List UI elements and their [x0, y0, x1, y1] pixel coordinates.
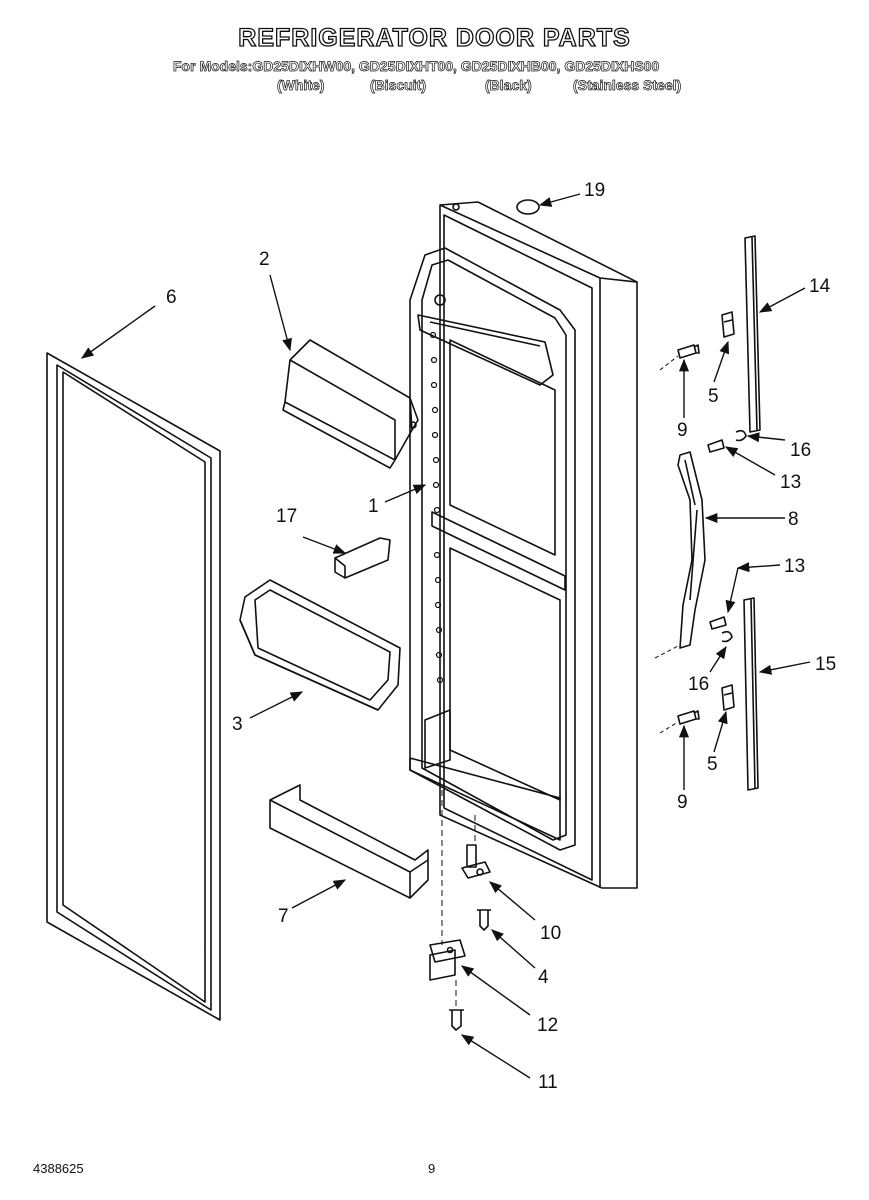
plug-part — [516, 199, 540, 215]
callout-10: 10 — [540, 923, 561, 944]
callout-19: 19 — [584, 180, 605, 201]
variant-black: (Black) — [485, 77, 532, 94]
callout-5-upper: 5 — [708, 386, 719, 407]
callout-17: 17 — [276, 506, 297, 527]
callout-9-lower: 9 — [677, 792, 688, 813]
hinge-mount-screw-part — [449, 1009, 464, 1031]
models-line: For Models:GD25DIXHW00, GD25DIXHT00, GD2… — [173, 58, 660, 75]
callout-4: 4 — [538, 967, 549, 988]
door-handle-part — [677, 451, 706, 649]
callout-9-upper: 9 — [677, 420, 688, 441]
callout-2: 2 — [259, 249, 270, 270]
callout-7: 7 — [278, 906, 289, 927]
callout-11: 11 — [538, 1072, 558, 1093]
callout-5-lower: 5 — [707, 754, 718, 775]
variant-stainless-steel: (Stainless Steel) — [573, 77, 682, 94]
bottom-hinge-part — [429, 939, 466, 981]
spacer-lower-part — [721, 630, 733, 643]
page-title: REFRIGERATOR DOOR PARTS — [238, 23, 631, 52]
callout-1: 1 — [368, 496, 379, 517]
callout-15: 15 — [815, 654, 836, 675]
callout-6: 6 — [166, 287, 177, 308]
hinge-bushing-part — [461, 844, 491, 879]
handle-screw-upper-part — [707, 439, 725, 453]
handle-screw-lower-part — [709, 616, 727, 630]
callout-16-lower: 16 — [688, 674, 709, 695]
variant-white: (White) — [277, 77, 325, 94]
variant-biscuit: (Biscuit) — [370, 77, 427, 94]
screw-upper-part — [677, 344, 700, 359]
callout-12: 12 — [537, 1015, 558, 1036]
upper-trim-part — [744, 235, 761, 433]
callout-13-upper: 13 — [780, 472, 801, 493]
dairy-compartment-part — [282, 339, 419, 469]
page-number: 9 — [428, 1161, 436, 1176]
document-number: 4388625 — [33, 1161, 84, 1176]
bin-clip-part — [334, 537, 391, 579]
callout-16-upper: 16 — [790, 440, 811, 461]
handle-clip-upper-part — [721, 311, 735, 338]
hinge-screw-part — [477, 909, 491, 931]
callout-14: 14 — [809, 276, 831, 297]
lower-trim-part — [743, 597, 759, 791]
screw-lower-part — [677, 710, 700, 725]
callout-13-lower: 13 — [784, 556, 805, 577]
door-gasket-part — [46, 352, 221, 1021]
spacer-upper-part — [735, 429, 747, 442]
door-rail-holes — [429, 331, 444, 684]
callout-3: 3 — [232, 714, 243, 735]
door-shelf-part — [269, 784, 429, 899]
door-bin-part — [239, 579, 401, 711]
door-liner-part — [409, 201, 638, 889]
callout-8: 8 — [788, 509, 799, 530]
handle-clip-lower-part — [721, 684, 735, 711]
